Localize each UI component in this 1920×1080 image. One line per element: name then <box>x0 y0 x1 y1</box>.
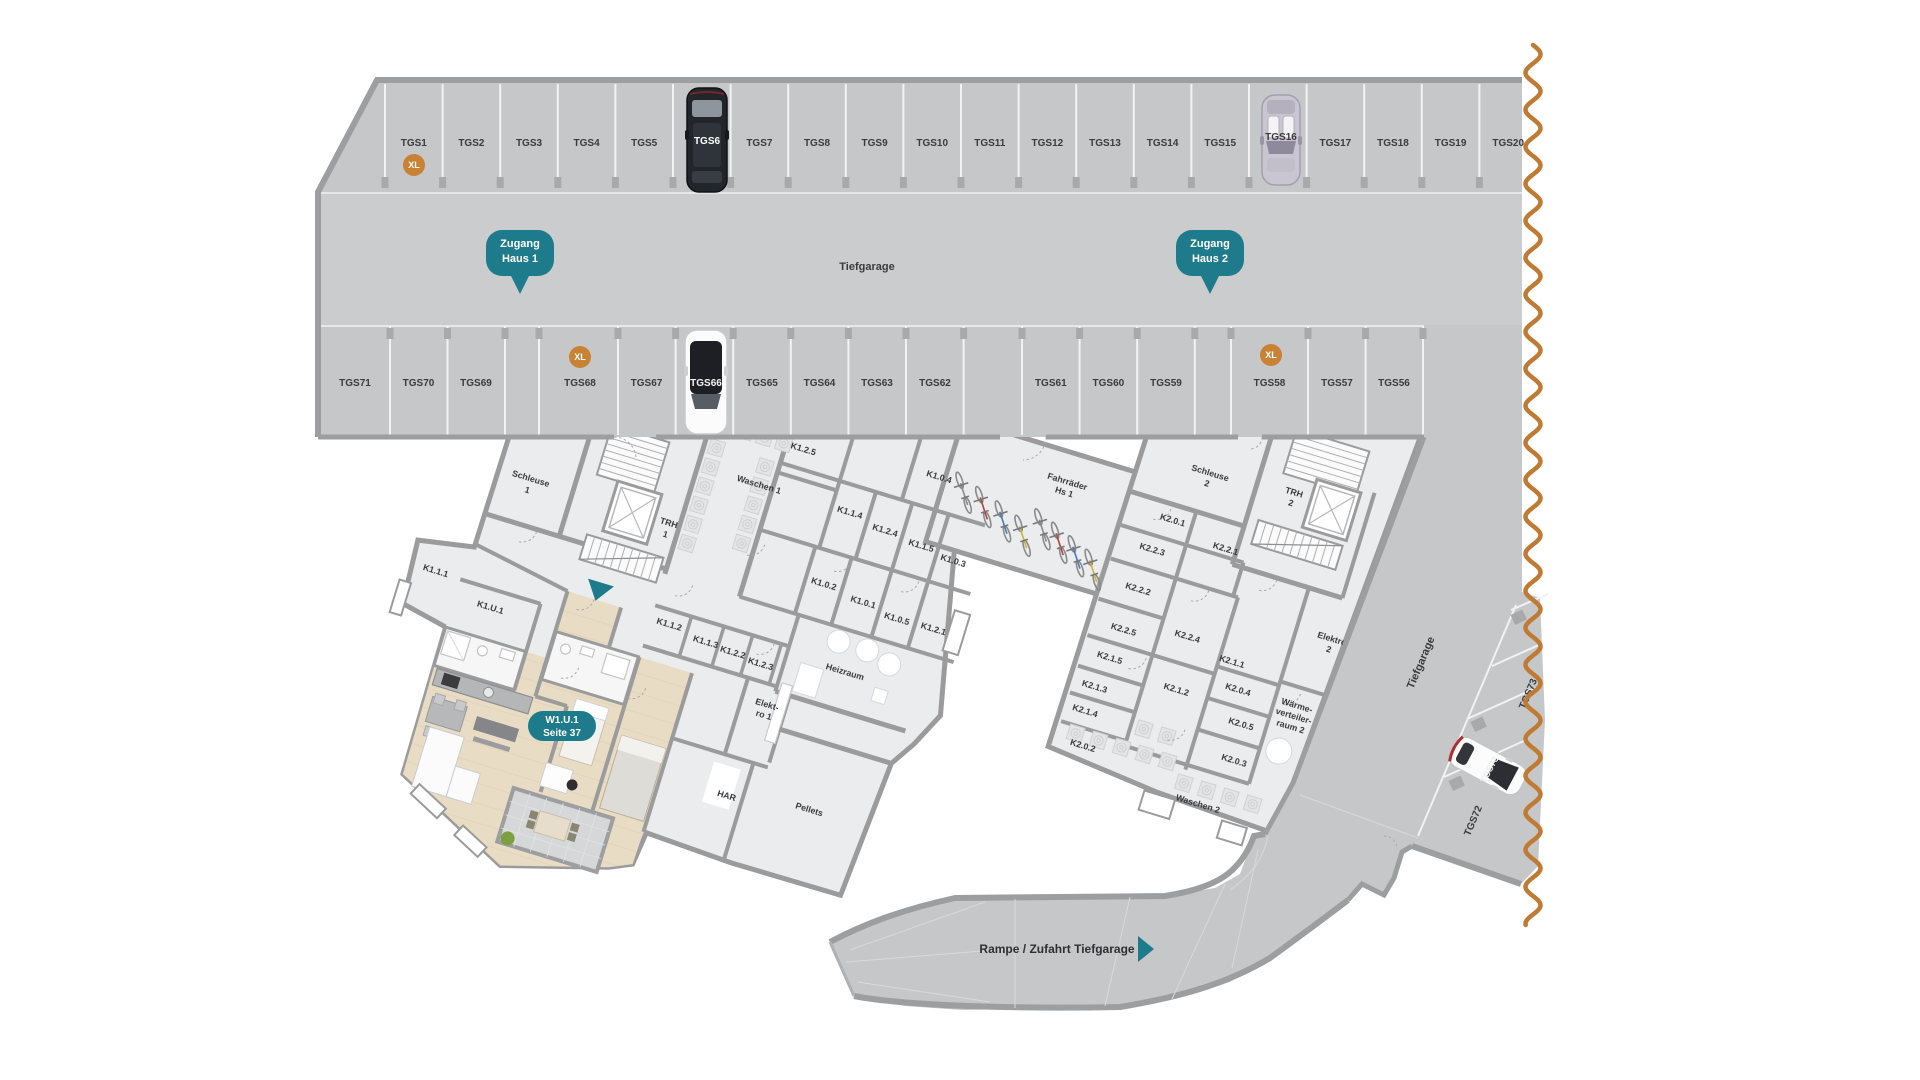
svg-text:TGS10: TGS10 <box>916 138 948 149</box>
svg-text:TGS8: TGS8 <box>804 138 831 149</box>
svg-text:TGS67: TGS67 <box>631 378 663 389</box>
svg-text:Seite 37: Seite 37 <box>543 728 581 739</box>
svg-text:TGS15: TGS15 <box>1204 138 1236 149</box>
svg-text:1: 1 <box>524 484 532 495</box>
svg-text:TGS62: TGS62 <box>919 378 951 389</box>
svg-text:XL: XL <box>408 160 420 170</box>
svg-text:TGS65: TGS65 <box>746 378 778 389</box>
svg-text:Haus 1: Haus 1 <box>502 253 538 265</box>
svg-text:Haus 2: Haus 2 <box>1192 253 1228 265</box>
svg-text:TGS13: TGS13 <box>1089 138 1121 149</box>
svg-text:XL: XL <box>574 352 586 362</box>
svg-text:2: 2 <box>1203 478 1211 489</box>
svg-text:XL: XL <box>1265 350 1277 360</box>
svg-text:TGS56: TGS56 <box>1378 378 1410 389</box>
svg-text:TGS66: TGS66 <box>690 378 722 389</box>
svg-text:TGS69: TGS69 <box>460 378 492 389</box>
svg-text:TGS2: TGS2 <box>458 138 485 149</box>
svg-text:TGS7: TGS7 <box>746 138 773 149</box>
svg-text:TGS63: TGS63 <box>861 378 893 389</box>
svg-text:TGS4: TGS4 <box>574 138 601 149</box>
svg-text:TGS11: TGS11 <box>974 138 1006 149</box>
svg-text:TGS5: TGS5 <box>631 138 658 149</box>
svg-text:TGS6: TGS6 <box>694 136 721 147</box>
svg-text:TGS14: TGS14 <box>1147 138 1179 149</box>
svg-text:TGS60: TGS60 <box>1093 378 1125 389</box>
svg-text:TGS18: TGS18 <box>1377 138 1409 149</box>
svg-text:TGS17: TGS17 <box>1320 138 1352 149</box>
svg-text:TGS12: TGS12 <box>1032 138 1064 149</box>
svg-text:ro 1: ro 1 <box>755 708 773 722</box>
svg-text:TGS16: TGS16 <box>1265 132 1297 143</box>
svg-text:Rampe / Zufahrt Tiefgarage: Rampe / Zufahrt Tiefgarage <box>979 942 1134 956</box>
svg-text:1: 1 <box>662 529 670 540</box>
svg-text:TGS68: TGS68 <box>564 378 596 389</box>
svg-text:Tiefgarage: Tiefgarage <box>839 261 894 273</box>
svg-text:TGS59: TGS59 <box>1150 378 1182 389</box>
svg-text:Zugang: Zugang <box>1190 238 1230 250</box>
svg-text:TGS64: TGS64 <box>804 378 836 389</box>
svg-text:2: 2 <box>1287 497 1295 508</box>
svg-text:TGS61: TGS61 <box>1035 378 1067 389</box>
svg-text:TGS3: TGS3 <box>516 138 543 149</box>
svg-text:2: 2 <box>1325 644 1333 655</box>
svg-text:TGS70: TGS70 <box>403 378 435 389</box>
svg-text:TGS1: TGS1 <box>401 138 428 149</box>
svg-text:W1.U.1: W1.U.1 <box>545 715 579 726</box>
svg-text:TGS71: TGS71 <box>339 378 371 389</box>
svg-text:TGS19: TGS19 <box>1435 138 1467 149</box>
svg-text:TGS9: TGS9 <box>862 138 889 149</box>
svg-text:TGS58: TGS58 <box>1254 378 1286 389</box>
svg-text:Zugang: Zugang <box>500 238 540 250</box>
svg-text:TGS57: TGS57 <box>1321 378 1353 389</box>
svg-text:TGS20: TGS20 <box>1492 138 1524 149</box>
